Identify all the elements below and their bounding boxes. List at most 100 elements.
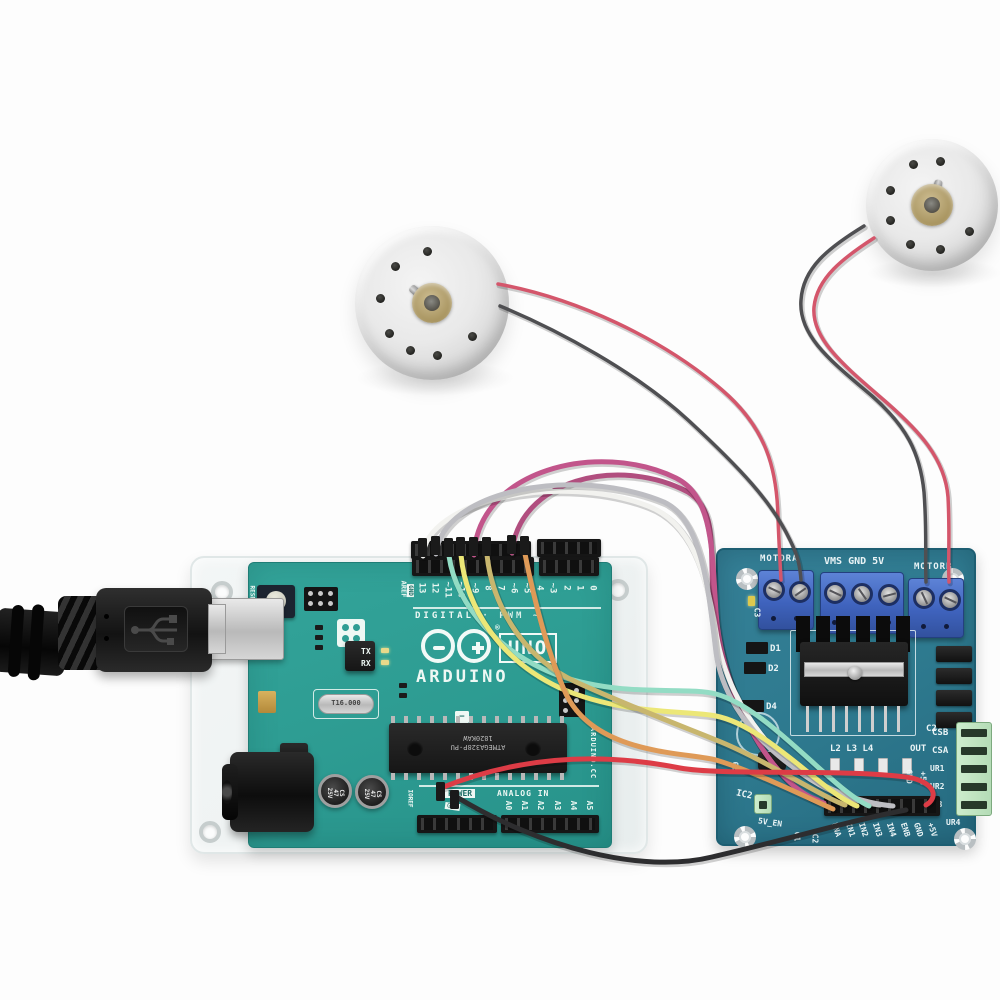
analog-pin-label: A0: [504, 800, 513, 811]
icsp-header: [304, 587, 338, 611]
dc-motor-left: [355, 226, 509, 380]
l-row-label: L2 L3 L4: [830, 744, 874, 754]
c2b-label: C2: [810, 833, 820, 844]
vent-hole: [467, 332, 477, 342]
digital-pin-label: 12: [429, 582, 440, 594]
pwm-label: · PWM ~: [482, 611, 542, 621]
digital-header: [412, 557, 534, 576]
digital-pin-label: 8: [482, 585, 493, 591]
q5-label: 05: [730, 761, 740, 772]
registered-mark: ®: [495, 623, 500, 632]
l298n-driver-board: MOTORA VMS GND 5V MOTORB C3: [716, 548, 992, 850]
shaft-bore: [424, 295, 440, 311]
analog-pin-label: A3: [552, 800, 562, 811]
vent-hole: [432, 350, 442, 360]
silk-line: [413, 607, 601, 609]
control-pin-label: IN1: [843, 821, 857, 838]
control-pin-label: ENA: [829, 821, 843, 838]
p5v-vert-label: +5V: [918, 771, 928, 786]
c1-label: C1: [792, 831, 802, 842]
digital-pin-label: 0: [587, 585, 598, 591]
rx-led: [381, 660, 389, 665]
digital-pin-label: 13: [416, 582, 427, 594]
dc-motor-right: [866, 139, 998, 271]
shaft-bore: [924, 197, 940, 213]
vent-hole: [885, 216, 895, 226]
vent-hole: [391, 262, 401, 272]
crystal-oscillator: T16.000: [318, 694, 374, 714]
control-pin-label: ENB: [898, 821, 912, 838]
vent-hole: [376, 294, 386, 304]
digital-header: [539, 557, 599, 576]
usb-plug[interactable]: [96, 588, 212, 672]
motor-a-label: MOTORA: [760, 554, 799, 564]
ic2-label: IC2: [735, 788, 754, 802]
control-pin-label: +5V: [925, 821, 939, 838]
power-gnd-label: GND: [444, 802, 461, 811]
analog-pin-label: A4: [568, 800, 578, 811]
vent-hole: [905, 239, 915, 249]
digital-pin-label: ~5: [521, 582, 532, 594]
vent-hole: [935, 156, 945, 166]
usb-trident-icon: [131, 615, 177, 645]
tx-led: [381, 648, 389, 653]
ur1-label: UR1: [930, 764, 945, 773]
ic2-chip: [758, 752, 786, 770]
driver-mount-hole: [954, 828, 976, 850]
digital-pin-label: 2: [561, 585, 572, 591]
digital-pin-label: ~3: [547, 582, 558, 594]
electrolytic-capacitor: CS 47 25V: [355, 775, 389, 809]
site-label: ARDUINO.CC: [589, 726, 598, 780]
vent-hole: [406, 346, 416, 356]
digital-pin-label: ~10: [455, 581, 466, 598]
gnd-vert-label: GND: [904, 769, 914, 784]
arduino-brand-label: ARDUINO: [416, 667, 509, 687]
ur4-label: UR4: [946, 818, 961, 827]
silk-circle: [736, 712, 780, 756]
usb-plug-shield: [208, 604, 226, 654]
csa-label: CSA: [932, 746, 949, 756]
driver-mount-hole: [734, 826, 756, 848]
digital-label: DIGITAL: [415, 611, 474, 621]
l298-legs: [806, 706, 906, 732]
control-header: [824, 796, 940, 816]
en-jumper[interactable]: [754, 794, 772, 814]
polyfuse: [258, 691, 276, 713]
plate-screw-hole: [199, 821, 221, 843]
l298-chip: [800, 642, 908, 706]
sense-connector[interactable]: [956, 722, 992, 816]
jumper-cap[interactable]: [936, 668, 972, 684]
control-pin-label: IN4: [884, 821, 898, 838]
icsp-header-main: [559, 683, 585, 717]
c3-label: C3: [752, 607, 762, 618]
electrolytic-capacitor: CS 47 25V: [318, 774, 352, 808]
usb-controller-chip: [345, 641, 375, 671]
atmega328-chip: ATMEGA328P-PU 1820KAW: [389, 716, 567, 780]
en-label: 5V_EN: [757, 816, 783, 829]
digital-section-label: DIGITAL · PWM ~: [415, 611, 541, 621]
stacking-header: [537, 539, 601, 557]
jumper-cap[interactable]: [936, 646, 972, 662]
analog-header: [501, 815, 599, 833]
mcu-marking: ATMEGA328P-PU 1820KAW: [450, 734, 506, 751]
digital-pin-label: ~9: [469, 582, 480, 594]
digital-pin-label: ~11: [442, 581, 453, 598]
analog-pin-label: A1: [520, 800, 530, 811]
jumper-cap[interactable]: [936, 690, 972, 706]
vent-hole: [423, 247, 433, 257]
digital-pin-label: 4: [534, 585, 545, 591]
d4-label: D4: [766, 702, 777, 712]
out-label: OUT: [910, 744, 927, 754]
gnd-box-label: GND: [406, 584, 414, 597]
arduino-logo-left-ring: [421, 629, 455, 663]
tx-label: TX: [361, 647, 371, 656]
motor-b-terminal[interactable]: [908, 578, 964, 638]
vent-hole: [908, 160, 918, 170]
vms-gnd-5v-label: VMS GND 5V: [824, 556, 885, 567]
analog-pin-label: A5: [584, 800, 594, 811]
